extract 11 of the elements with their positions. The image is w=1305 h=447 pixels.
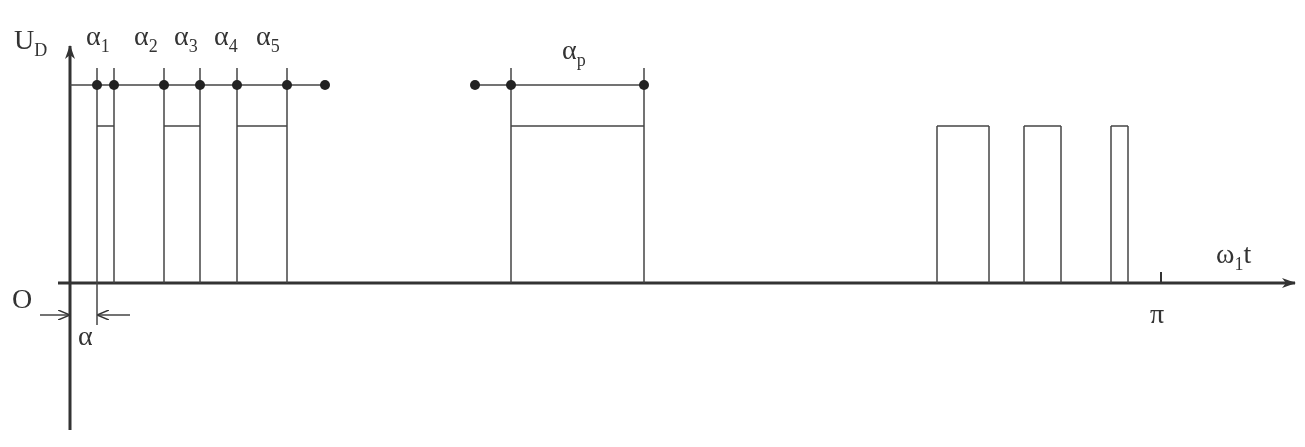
tick-label: π [1150, 300, 1165, 328]
origin-label: O [12, 285, 33, 313]
pulse-angle-label: α$_{1}$ [86, 22, 110, 55]
axis-label: ω$_{1}$t [1216, 240, 1252, 273]
pulse-angle-label: α$_{5}$ [256, 22, 280, 55]
pulse-angle-label: α$_{4}$ [214, 22, 238, 55]
axis-label: U$_{D}$ [14, 26, 48, 59]
pulse-angle-label: α$_{3}$ [174, 22, 198, 55]
pulse-angle-label: α$_{p}$ [562, 36, 586, 69]
pulse-angle-label: α$_{2}$ [134, 22, 158, 55]
angle-label: α [78, 322, 93, 350]
